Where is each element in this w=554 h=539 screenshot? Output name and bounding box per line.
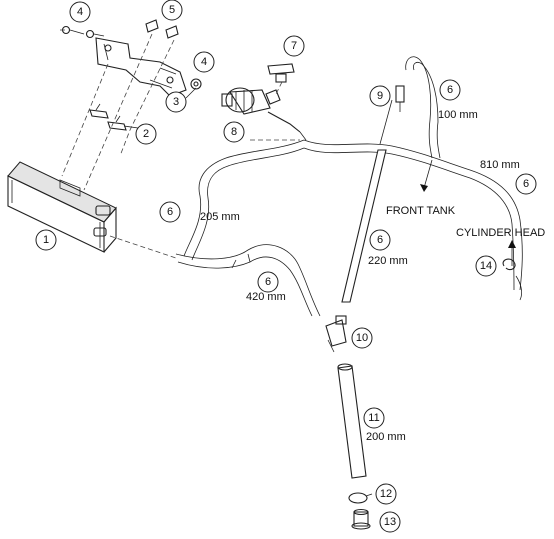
bolt-top-left [61, 25, 105, 39]
hose-200mm [337, 363, 367, 479]
callout-number: 5 [169, 4, 175, 16]
canister-clamps [89, 103, 127, 131]
callout-11: 11 [363, 407, 385, 429]
callout-number: 14 [480, 260, 492, 272]
charcoal-canister [7, 161, 117, 253]
hose-clip [502, 258, 523, 301]
callout-3: 3 [165, 91, 187, 113]
callout-number: 10 [356, 332, 368, 344]
callout-5: 5 [161, 0, 183, 21]
fitting-9 [395, 85, 405, 112]
callout-8: 8 [223, 121, 245, 143]
callout-13: 13 [379, 511, 401, 533]
callout-number: 11 [368, 412, 379, 424]
label-205mm: 205 mm [200, 211, 240, 223]
callout-number: 3 [173, 96, 179, 108]
callout-6-420: 6 [257, 271, 279, 293]
callout-number: 6 [523, 178, 529, 190]
label-100mm: 100 mm [438, 109, 478, 121]
label-front-tank: FRONT TANK [386, 205, 456, 217]
callout-14: 14 [475, 255, 497, 277]
callout-number: 12 [380, 488, 392, 500]
callout-6-810: 6 [515, 173, 537, 195]
callout-number: 7 [291, 40, 297, 52]
assembly-lines [60, 29, 300, 259]
callout-number: 9 [377, 90, 383, 102]
hose-100mm [405, 56, 441, 159]
callout-6-100: 6 [439, 79, 461, 101]
callout-9: 9 [369, 85, 391, 107]
callout-6-205: 6 [159, 201, 181, 223]
t-connector [325, 315, 347, 353]
callout-4-right: 4 [193, 51, 215, 73]
label-200mm: 200 mm [366, 431, 406, 443]
hose-220mm [341, 99, 393, 303]
hose-420mm [175, 244, 321, 317]
label-220mm: 220 mm [368, 255, 408, 267]
cap [351, 508, 371, 530]
callout-number: 8 [231, 126, 237, 138]
label-810mm: 810 mm [480, 159, 520, 171]
bolt-top-right [145, 19, 179, 39]
callout-number: 13 [384, 516, 396, 528]
purge-valve [221, 87, 307, 141]
callout-number: 6 [265, 276, 271, 288]
leader-lines [123, 87, 197, 131]
callout-4-top: 4 [69, 1, 91, 23]
hose-clamp [348, 492, 373, 504]
callout-10: 10 [351, 327, 373, 349]
callout-1: 1 [35, 229, 57, 251]
cylinder-head-arrow [508, 240, 516, 266]
mounting-bracket [95, 37, 187, 97]
callout-number: 4 [201, 56, 207, 68]
connector-fitting [267, 63, 295, 95]
callout-number: 1 [43, 234, 49, 246]
label-cylinder-head: CYLINDER HEAD [456, 227, 545, 239]
label-420mm: 420 mm [246, 291, 286, 303]
callout-7: 7 [283, 35, 305, 57]
callout-number: 4 [77, 6, 83, 18]
callout-number: 2 [143, 128, 149, 140]
callout-number: 6 [167, 206, 173, 218]
hose-205mm [183, 139, 305, 261]
callout-number: 6 [447, 84, 453, 96]
callout-12: 12 [375, 483, 397, 505]
front-tank-arrow [420, 159, 433, 192]
nut-right [190, 78, 202, 90]
callout-2: 2 [135, 123, 157, 145]
callout-number: 6 [377, 234, 383, 246]
callout-6-220: 6 [369, 229, 391, 251]
